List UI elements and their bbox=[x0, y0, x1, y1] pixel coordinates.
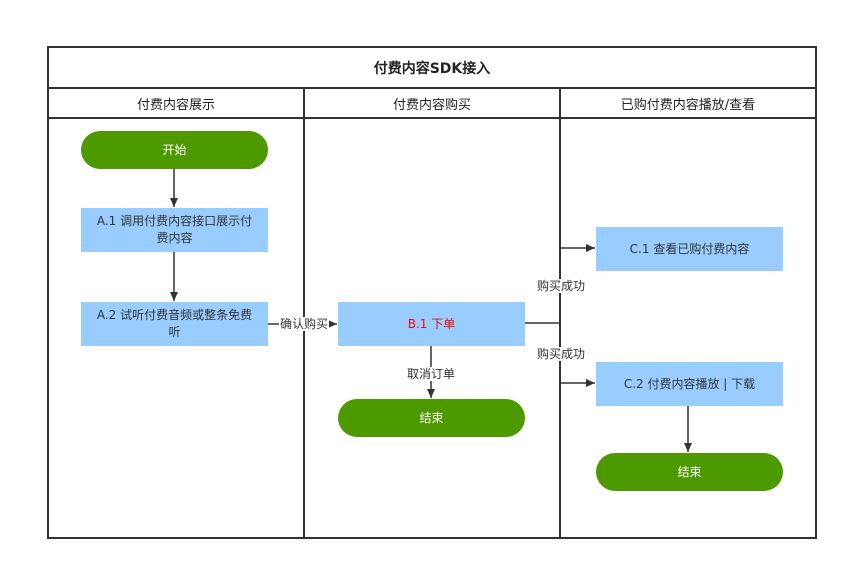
lane-header-divider bbox=[47, 117, 817, 119]
lane-header-purchase: 付费内容购买 bbox=[392, 98, 471, 113]
title-divider bbox=[47, 87, 817, 89]
diagram-title: 付费内容SDK接入 bbox=[373, 61, 491, 77]
node-c1: C.1 查看已购付费内容 bbox=[596, 227, 783, 271]
node-c2: C.2 付费内容播放 | 下载 bbox=[596, 362, 783, 406]
node-a1: A.1 调用付费内容接口展示付费内容 bbox=[81, 208, 268, 252]
edge-label-buy-success-2: 购买成功 bbox=[536, 347, 587, 361]
edge-label-cancel-order: 取消订单 bbox=[405, 367, 458, 381]
start-node: 开始 bbox=[81, 131, 268, 169]
end-node-playback: 结束 bbox=[596, 453, 783, 491]
end-node-purchase: 结束 bbox=[338, 399, 525, 437]
node-b1: B.1 下单 bbox=[338, 302, 525, 346]
lane-header-display: 付费内容展示 bbox=[136, 98, 215, 113]
edge-b1-to-c2 bbox=[559, 323, 595, 387]
lane-divider-1 bbox=[303, 87, 305, 539]
edge-label-buy-success-1: 购买成功 bbox=[536, 279, 587, 293]
lane-header-playback: 已购付费内容播放/查看 bbox=[620, 98, 756, 113]
edge-label-confirm-buy: 确认购买 bbox=[279, 317, 330, 331]
node-a2: A.2 试听付费音频或整条免费听 bbox=[81, 302, 268, 346]
swimlane-frame bbox=[47, 46, 817, 539]
